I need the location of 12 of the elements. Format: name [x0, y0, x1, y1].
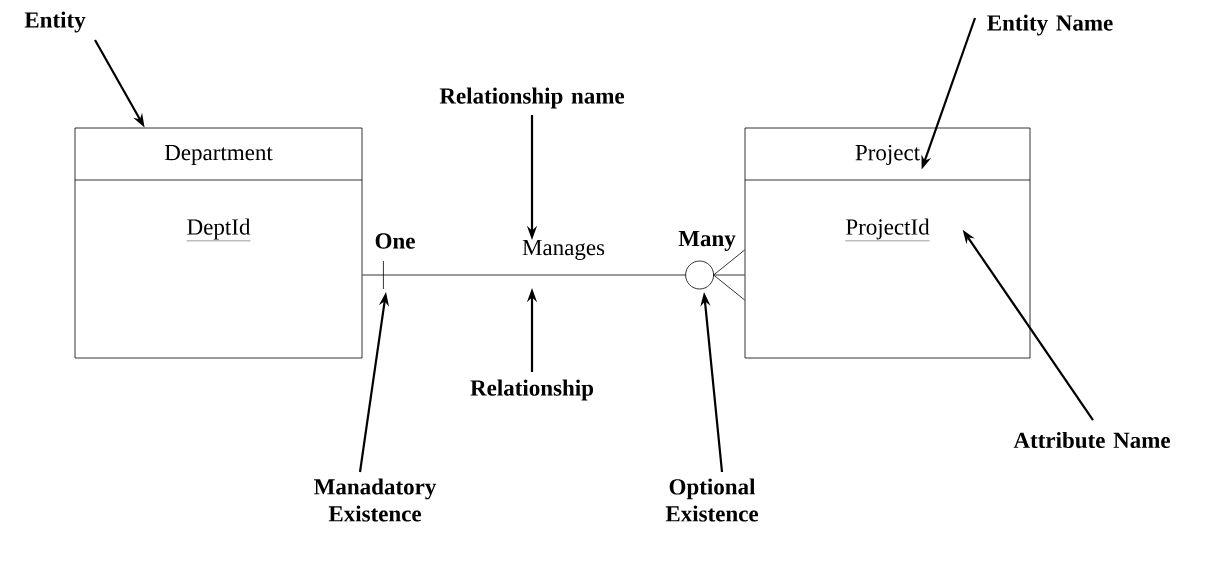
relationship-line: [362, 249, 745, 301]
callout-text: Manadatory Existence: [314, 478, 437, 522]
entity-box: Department DeptId: [74, 127, 363, 359]
callout-text: Optional Existence: [665, 478, 759, 522]
callout-text: Attribute Name: [1013, 431, 1170, 449]
entity-box: Project ProjectId: [744, 127, 1031, 359]
callout-text: Relationship name: [439, 87, 625, 109]
edge-label: Manages: [522, 240, 605, 260]
callout-text: Entity Name: [987, 14, 1113, 36]
callout-text: Relationship: [470, 379, 594, 401]
callout-text: Entity: [24, 11, 86, 33]
cardinality-label: One: [375, 233, 415, 249]
